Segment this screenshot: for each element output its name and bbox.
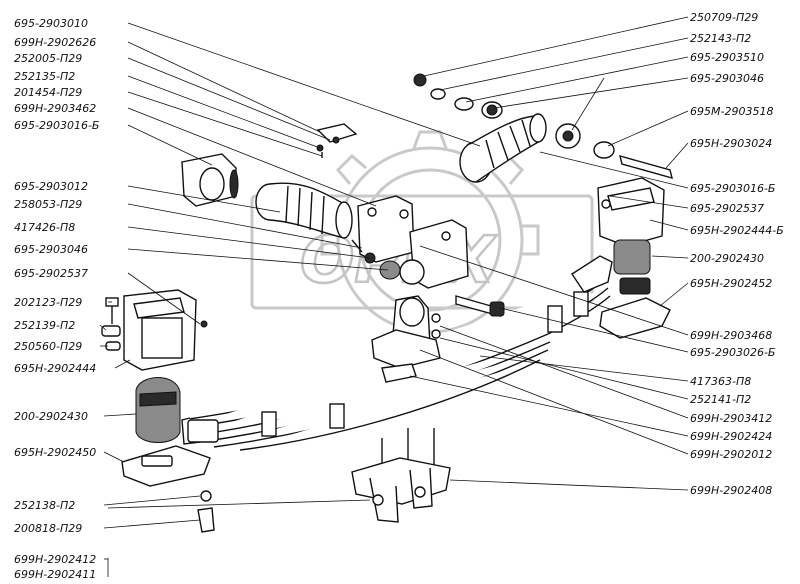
part-label: 695-2903016-Б — [14, 119, 99, 132]
part-label: 250560-П29 — [14, 340, 82, 353]
part-label: 695Н-2902452 — [690, 277, 772, 290]
leader-lines-left — [99, 22, 481, 577]
part-label: 417363-П8 — [690, 375, 751, 388]
part-label: 202123-П29 — [14, 296, 82, 309]
shackle-plates — [351, 195, 469, 289]
u-bolt-clamp — [351, 428, 451, 523]
centre-bracket — [371, 295, 441, 383]
part-label: 250709-П29 — [690, 11, 758, 24]
part-label: 699Н-2902424 — [690, 430, 772, 443]
part-label: 200-2902430 — [690, 252, 764, 265]
left-rubber-support — [101, 289, 208, 371]
long-bolt — [455, 295, 505, 317]
part-label: 258053-П29 — [14, 198, 82, 211]
right-rubber-support — [597, 177, 671, 339]
part-label: 695-2903016-Б — [690, 182, 775, 195]
part-label: 201454-П29 — [14, 86, 82, 99]
part-label: 699Н-2902412 — [14, 553, 96, 566]
part-label: 695-2902537 — [690, 202, 764, 215]
part-label: 695-2902537 — [14, 267, 88, 280]
part-label: 699Н-2902626 — [14, 36, 96, 49]
small-plate — [316, 123, 358, 158]
part-label: 695Н-2903024 — [690, 137, 772, 150]
part-label: 417426-П8 — [14, 221, 75, 234]
labels-right: 250709-П29 252143-П2 695-2903510 695-290… — [690, 11, 784, 497]
part-label: 695-2903010 — [14, 17, 88, 30]
part-label: 699Н-2902012 — [690, 448, 772, 461]
part-label: 252005-П29 — [14, 52, 82, 65]
leader-lines-right — [409, 16, 689, 491]
part-label: 699Н-2902411 — [14, 568, 96, 581]
part-label: 695-2903046 — [14, 243, 88, 256]
part-label: 252143-П2 — [690, 32, 751, 45]
part-label: 695-2903510 — [690, 51, 764, 64]
part-label: 252138-П2 — [14, 499, 75, 512]
part-label: 252141-П2 — [690, 393, 751, 406]
part-label: 252135-П2 — [14, 70, 75, 83]
left-rubber-boot — [181, 153, 353, 239]
part-label: 252139-П2 — [14, 319, 75, 332]
part-label: 699Н-2903462 — [14, 102, 96, 115]
part-label: 695Н-2902450 — [14, 446, 96, 459]
part-label: 200-2902430 — [14, 410, 88, 423]
part-label: 200818-П29 — [14, 522, 82, 535]
labels-left: 695-2903010 699Н-2902626 252005-П29 2521… — [14, 17, 99, 581]
part-label: 699Н-2903412 — [690, 412, 772, 425]
part-label: 699Н-2903468 — [690, 329, 772, 342]
top-rubber-boot — [413, 73, 673, 183]
part-label: 699Н-2902408 — [690, 484, 772, 497]
part-label: 695-2903046 — [690, 72, 764, 85]
part-label: 695Н-2902444-Б — [690, 224, 784, 237]
part-label: 695-2903012 — [14, 180, 88, 193]
part-label: 695-2903026-Б — [690, 346, 775, 359]
part-label: 695Н-2902444 — [14, 362, 96, 375]
part-label: 695М-2903518 — [690, 105, 773, 118]
left-rubber-cushion — [121, 377, 215, 533]
